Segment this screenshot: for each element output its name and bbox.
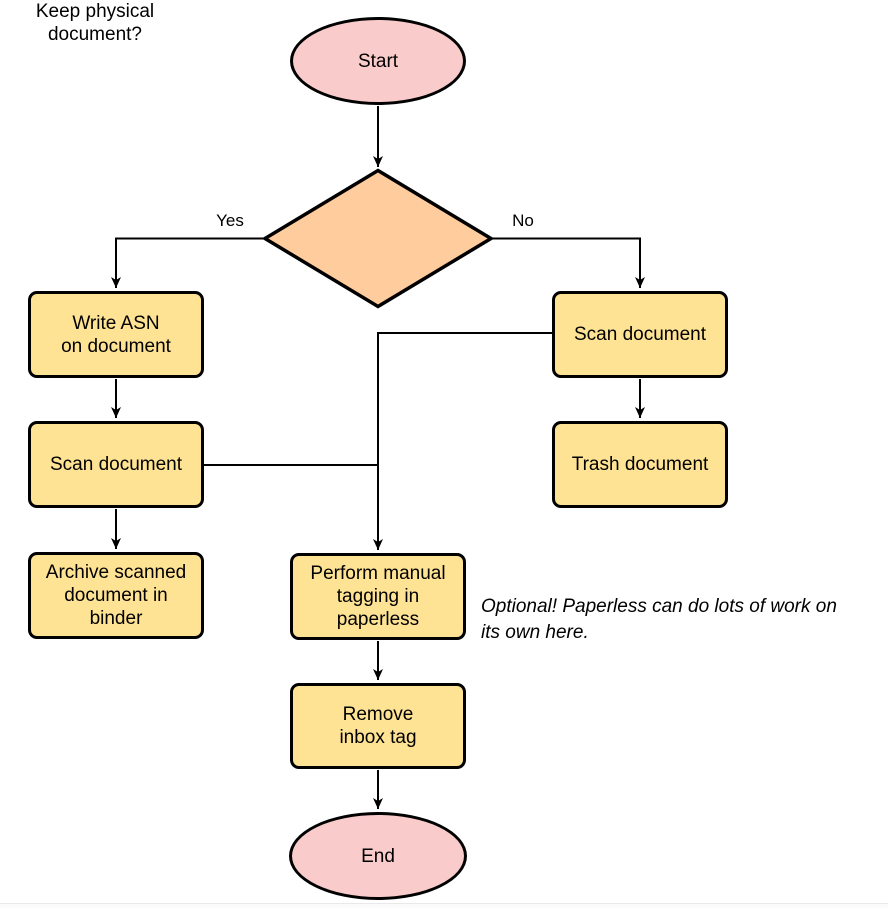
node-remove-label: Remove inbox tag bbox=[339, 704, 417, 748]
page-bottom-edge bbox=[0, 903, 888, 908]
node-end: End bbox=[289, 812, 467, 900]
edge-decision-no bbox=[491, 237, 645, 288]
edge-scanright-to-tagging bbox=[373, 332, 552, 550]
node-scan-left-label: Scan document bbox=[49, 454, 183, 475]
node-trash-document: Trash document bbox=[552, 421, 728, 508]
node-scan-document-right: Scan document bbox=[552, 291, 728, 378]
edge-label-no: No bbox=[489, 210, 557, 232]
node-start-label: Start bbox=[357, 50, 399, 72]
node-archive-scanned-document: Archive scanned document in binder bbox=[28, 552, 204, 639]
node-scan-right-label: Scan document bbox=[573, 324, 707, 345]
node-write-asn-on-document: Write ASN on document bbox=[28, 291, 204, 378]
node-decision-keep-physical: Keep physical document? bbox=[0, 0, 190, 46]
node-scan-document-left: Scan document bbox=[28, 421, 204, 508]
node-end-label: End bbox=[361, 845, 395, 867]
node-archive-label: Archive scanned document in binder bbox=[45, 562, 187, 629]
node-remove-inbox-tag: Remove inbox tag bbox=[290, 683, 466, 769]
node-start: Start bbox=[290, 17, 466, 105]
node-write-asn-label: Write ASN on document bbox=[61, 312, 171, 357]
node-perform-label: Perform manual tagging in paperless bbox=[310, 563, 446, 630]
annotation-optional-paperless: Optional! Paperless can do lots of work … bbox=[481, 596, 837, 643]
edge-label-yes: Yes bbox=[196, 210, 264, 232]
edge-decision-yes bbox=[111, 237, 265, 288]
node-trash-label: Trash document bbox=[571, 454, 709, 475]
decision-diamond-shape bbox=[261, 168, 495, 309]
node-decision-label: Keep physical document? bbox=[35, 1, 155, 45]
node-perform-manual-tagging: Perform manual tagging in paperless bbox=[290, 553, 466, 640]
